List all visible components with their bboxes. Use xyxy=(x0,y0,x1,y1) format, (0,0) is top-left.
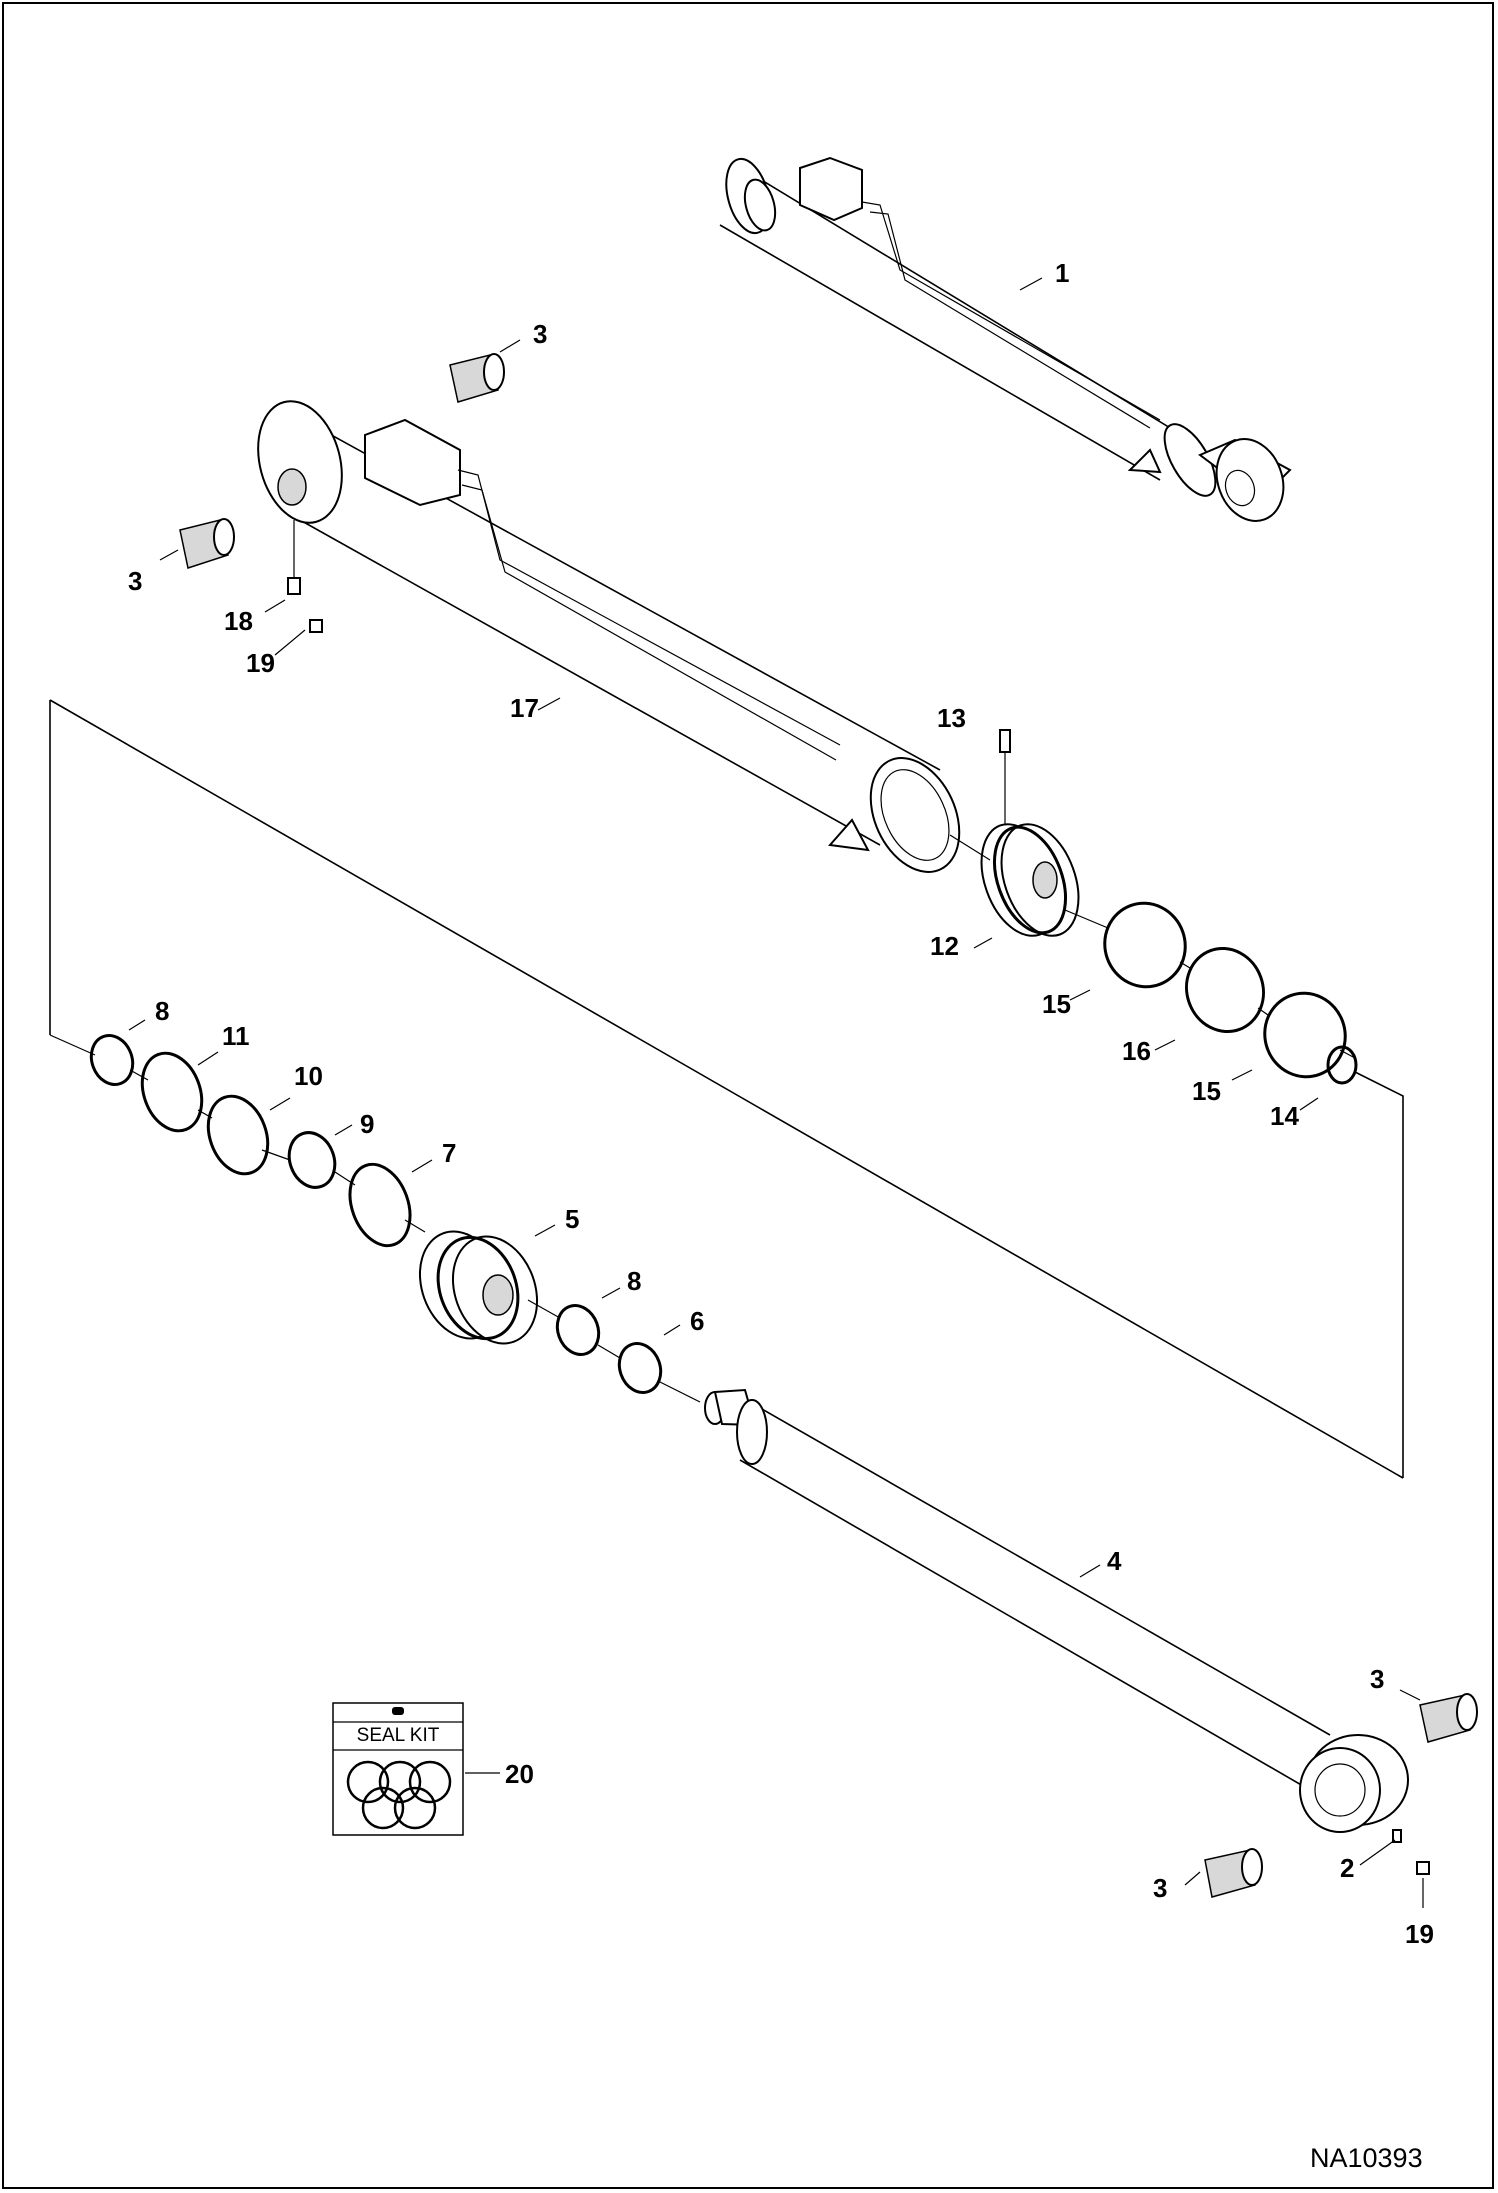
bushing-left xyxy=(179,518,235,569)
seal-kit-box: SEAL KIT xyxy=(332,1702,464,1836)
bushing-rod-upper xyxy=(1419,1693,1478,1743)
o-ring-14 xyxy=(1326,1045,1358,1085)
callout-3: 3 xyxy=(128,566,142,596)
callout-17: 17 xyxy=(510,693,539,723)
cylinder-barrel xyxy=(257,400,961,873)
bushing-rod-lower xyxy=(1204,1848,1263,1898)
callout-3: 3 xyxy=(1370,1664,1384,1694)
callout-3: 3 xyxy=(533,319,547,349)
callout-19: 19 xyxy=(1405,1919,1434,1949)
callout-20: 20 xyxy=(505,1759,534,1789)
bushing-top xyxy=(449,353,505,403)
fitting-cap xyxy=(309,619,323,633)
callout-11: 11 xyxy=(222,1021,250,1051)
callout-7: 7 xyxy=(442,1138,456,1168)
callout-2: 2 xyxy=(1340,1853,1354,1883)
callout-13: 13 xyxy=(937,703,966,733)
assembled-cylinder xyxy=(719,156,1292,522)
piston-seal-16 xyxy=(1185,946,1265,1034)
callout-8: 8 xyxy=(155,996,169,1026)
callout-10: 10 xyxy=(294,1061,323,1091)
seal-9 xyxy=(287,1131,337,1189)
seal-rings-icon xyxy=(346,1760,452,1830)
kit-tab-icon xyxy=(392,1707,404,1715)
bracket-right xyxy=(1354,1071,1404,1478)
callout-3: 3 xyxy=(1153,1873,1167,1903)
drawing-number: NA10393 xyxy=(1310,2143,1423,2173)
callout-4: 4 xyxy=(1107,1546,1122,1576)
set-screw xyxy=(999,729,1011,753)
callout-labels: 1 3 3 18 19 17 13 12 15 16 15 14 8 11 10… xyxy=(128,258,1434,1949)
piston xyxy=(980,823,1080,937)
leader-lines xyxy=(128,277,1424,1908)
grease-fitting xyxy=(287,577,301,595)
callout-9: 9 xyxy=(360,1109,374,1139)
callout-15: 15 xyxy=(1042,989,1071,1019)
callout-15: 15 xyxy=(1192,1076,1221,1106)
seal-kit-title: SEAL KIT xyxy=(357,1725,440,1746)
callout-18: 18 xyxy=(224,606,253,636)
callout-6: 6 xyxy=(690,1306,704,1336)
callout-16: 16 xyxy=(1122,1036,1151,1066)
callout-5: 5 xyxy=(565,1204,579,1234)
piston-rod xyxy=(704,1388,1409,1833)
callout-19: 19 xyxy=(246,648,275,678)
ring-10 xyxy=(206,1094,270,1176)
callout-1: 1 xyxy=(1055,258,1069,288)
wiper-8a xyxy=(89,1034,135,1086)
callout-12: 12 xyxy=(930,931,959,961)
callout-14: 14 xyxy=(1270,1101,1299,1131)
wiper-6 xyxy=(617,1342,663,1394)
ring-11 xyxy=(140,1051,204,1133)
o-ring-7 xyxy=(348,1162,412,1248)
grease-fitting-rod xyxy=(1392,1829,1402,1843)
cylinder-head xyxy=(418,1230,539,1345)
piston-ring-15a xyxy=(1103,901,1187,989)
fitting-cap-rod xyxy=(1416,1861,1430,1875)
piston-ring-15b xyxy=(1263,991,1347,1079)
callout-8: 8 xyxy=(627,1266,641,1296)
wiper-8b xyxy=(555,1304,601,1356)
